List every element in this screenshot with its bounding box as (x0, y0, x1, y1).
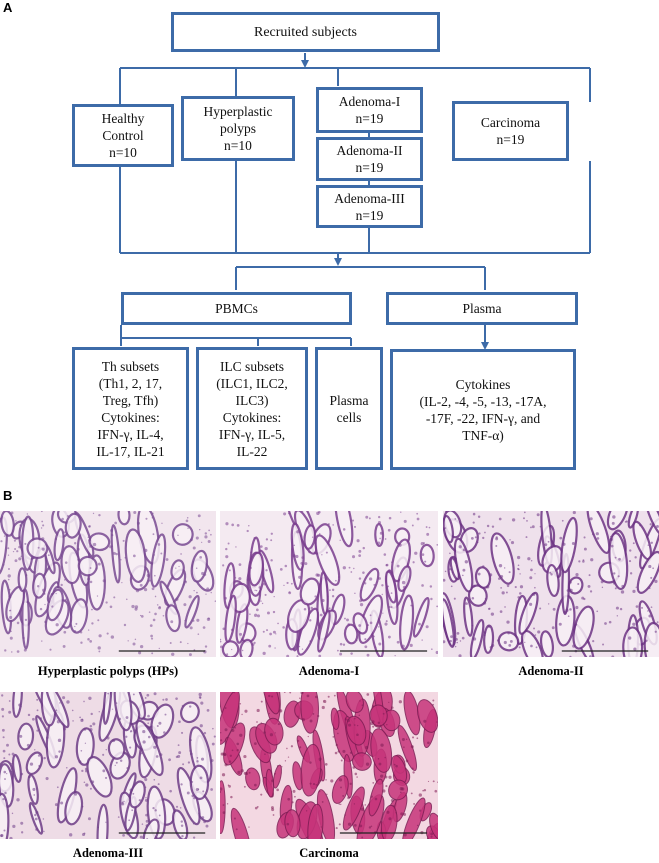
carcinoma-box: Carcinoma n=19 (452, 101, 569, 161)
cytokines-box: Cytokines (IL-2, -4, -5, -13, -17A, -17F… (390, 349, 576, 470)
th-line1: Th subsets (101, 358, 160, 374)
adenoma-iii-count: n=19 (355, 207, 384, 223)
healthy-label-line2: Control (102, 128, 144, 143)
histology-texture (220, 511, 438, 657)
histology-adenoma-ii (443, 511, 659, 657)
th-line3: Treg, Tfh) (102, 392, 159, 408)
hyperplastic-label-line1: Hyperplastic (203, 104, 273, 119)
histology-texture (0, 692, 216, 839)
caption-carcinoma: Carcinoma (299, 846, 359, 860)
recruited-subjects-box: Recruited subjects (171, 12, 440, 52)
histology-adenoma-i (220, 511, 438, 657)
adenoma-i-count: n=19 (355, 111, 384, 126)
cytokines-line3: -17F, -22, IFN-γ, and (425, 410, 541, 426)
ilc-line1: ILC subsets (219, 358, 285, 374)
th-line5: IFN-γ, IL-4, (97, 426, 164, 442)
adenoma-ii-box: Adenoma-II n=19 (316, 137, 423, 181)
adenoma-i-label: Adenoma-I (338, 94, 401, 109)
plasma-cells-box: Plasma cells (315, 347, 383, 470)
panel-label-b: B (3, 488, 13, 503)
ilc-line3: ILC3) (235, 392, 269, 408)
histology-texture (220, 692, 438, 839)
th-line6: IL-17, IL-21 (96, 443, 165, 459)
recruited-subjects-label: Recruited subjects (253, 24, 358, 40)
histology-adenoma-iii (0, 692, 216, 839)
carcinoma-count: n=19 (496, 132, 525, 147)
pbmcs-label: PBMCs (215, 301, 258, 316)
caption-hyperplastic-polyps: Hyperplastic polyps (HPs) (37, 664, 179, 678)
plasma-box: Plasma (386, 292, 578, 325)
th-subsets-box: Th subsets (Th1, 2, 17, Treg, Tfh) Cytok… (72, 347, 189, 470)
cytokines-line1: Cytokines (455, 376, 511, 392)
carcinoma-label: Carcinoma (480, 115, 541, 130)
adenoma-i-box: Adenoma-I n=19 (316, 87, 423, 133)
cytokines-line4: TNF-α) (462, 427, 504, 443)
adenoma-ii-label: Adenoma-II (336, 143, 403, 158)
histology-carcinoma (220, 692, 438, 839)
ilc-line4: Cytokines: (222, 409, 282, 425)
plasma-cells-line2: cells (336, 409, 362, 425)
hyperplastic-label-line2: polyps (219, 121, 256, 136)
hyperplastic-polyps-box: Hyperplastic polyps n=10 (181, 96, 295, 161)
ilc-line5: IFN-γ, IL-5, (218, 426, 286, 442)
plasma-cells-line1: Plasma (329, 392, 369, 408)
panel-label-a: A (3, 0, 13, 15)
flowchart-connectors (119, 53, 591, 350)
ilc-line6: IL-22 (236, 443, 268, 459)
caption-adenoma-i: Adenoma-I (298, 664, 360, 678)
hyperplastic-count: n=10 (224, 138, 252, 153)
histology-texture (0, 511, 216, 657)
pbmcs-box: PBMCs (121, 292, 352, 325)
adenoma-iii-label: Adenoma-III (334, 190, 405, 206)
ilc-line2: (ILC1, ILC2, (216, 375, 288, 391)
cytokines-line2: (IL-2, -4, -5, -13, -17A, (419, 393, 547, 409)
healthy-label-line1: Healthy (101, 111, 145, 126)
plasma-label: Plasma (462, 301, 502, 316)
histology-hyperplastic-polyps (0, 511, 216, 657)
histology-texture (443, 511, 659, 657)
caption-adenoma-ii: Adenoma-II (518, 664, 584, 678)
ilc-subsets-box: ILC subsets (ILC1, ILC2, ILC3) Cytokines… (196, 347, 308, 470)
adenoma-ii-count: n=19 (355, 160, 384, 175)
healthy-control-box: Healthy Control n=10 (72, 104, 174, 167)
th-line2: (Th1, 2, 17, (98, 375, 163, 391)
adenoma-iii-box: Adenoma-III n=19 (316, 185, 423, 228)
healthy-count: n=10 (109, 145, 137, 160)
caption-adenoma-iii: Adenoma-III (72, 846, 144, 860)
th-line4: Cytokines: (101, 409, 160, 425)
